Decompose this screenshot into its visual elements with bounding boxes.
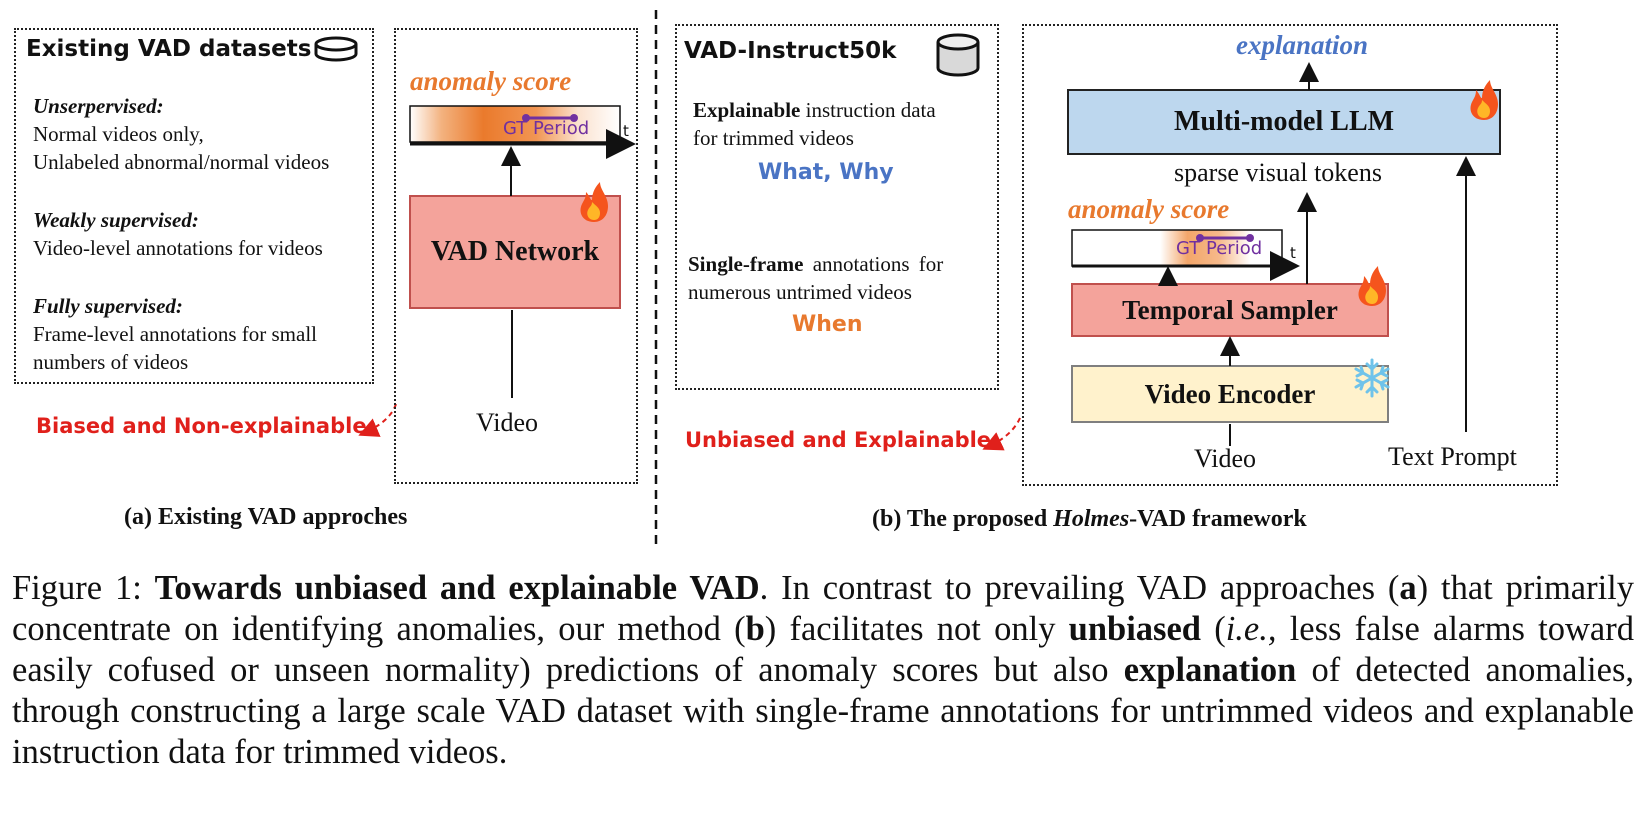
group-line: Frame-level annotations for small bbox=[33, 322, 318, 346]
caption-a: (a) Existing VAD approches bbox=[124, 504, 408, 530]
single-line2: numerous untrimed videos bbox=[688, 280, 912, 304]
input-text-prompt: Text Prompt bbox=[1388, 442, 1517, 471]
input-video-a: Video bbox=[476, 408, 538, 437]
video-encoder-box bbox=[1071, 365, 1389, 423]
group-weakly: Weakly supervised: Video-level annotatio… bbox=[33, 206, 323, 262]
vad-instruct-box bbox=[675, 24, 999, 390]
sparse-tokens-label: sparse visual tokens bbox=[1174, 158, 1382, 187]
database-icon-b bbox=[936, 33, 980, 77]
what-why-label: What, Why bbox=[758, 160, 894, 185]
group-fully: Fully supervised: Frame-level annotation… bbox=[33, 292, 317, 376]
gt-period-label-b: GT Period bbox=[1176, 238, 1263, 259]
verdict-a: Biased and Non-explainable bbox=[36, 414, 367, 438]
holmes-framework-box bbox=[1022, 24, 1558, 486]
explainable-bold: Explainable bbox=[693, 98, 801, 122]
caption-title: Towards unbiased and explainable VAD bbox=[154, 569, 760, 607]
gt-period-label-a: GT Period bbox=[503, 118, 590, 139]
database-icon-a bbox=[314, 36, 358, 62]
snowflake-icon bbox=[1354, 358, 1390, 398]
when-label: When bbox=[792, 312, 863, 337]
group-heading: Weakly supervised: bbox=[33, 208, 199, 232]
single-rest: annotations for bbox=[803, 252, 944, 276]
figure-caption: Figure 1: Towards unbiased and explainab… bbox=[12, 568, 1634, 773]
caption-explanation: explanation bbox=[1123, 651, 1297, 689]
caption-text: . In contrast to prevailing VAD approach… bbox=[759, 569, 1400, 607]
explanation-label: explanation bbox=[1236, 30, 1369, 60]
caption-text: ( bbox=[1200, 610, 1226, 648]
llm-label: Multi-model LLM bbox=[1173, 106, 1395, 137]
group-line: numbers of videos bbox=[33, 350, 189, 374]
existing-datasets-title: Existing VAD datasets bbox=[26, 36, 312, 62]
fire-icon-llm bbox=[1470, 80, 1498, 120]
llm-box bbox=[1067, 89, 1501, 155]
group-heading: Fully supervised: bbox=[33, 294, 183, 318]
explainable-line2: for trimmed videos bbox=[693, 126, 854, 150]
vad-network-label: VAD Network bbox=[430, 236, 600, 267]
group-line: Normal videos only, bbox=[33, 122, 204, 146]
curved-arrow-b bbox=[982, 417, 1021, 451]
existing-datasets-box bbox=[14, 28, 374, 384]
group-line: Unlabeled abnormal/normal videos bbox=[33, 150, 330, 174]
caption-label: Figure 1: bbox=[12, 569, 155, 607]
group-unsupervised: Unserpervised: Normal videos only, Unlab… bbox=[33, 92, 329, 176]
vad-instruct-title: VAD-Instruct50k bbox=[684, 38, 897, 64]
t-label-b: t bbox=[1290, 244, 1296, 262]
caption-text: less false alarms toward easily cofused … bbox=[12, 610, 1634, 689]
group-heading: Unserpervised: bbox=[33, 94, 164, 118]
explainable-desc: Explainable instruction data for trimmed… bbox=[693, 96, 936, 152]
caption-ref-a: a bbox=[1399, 569, 1417, 607]
anomaly-score-label-a: anomaly score bbox=[410, 66, 572, 96]
temporal-sampler-label: Temporal Sampler bbox=[1122, 294, 1338, 325]
score-bar-a bbox=[409, 105, 621, 143]
curved-arrow-a bbox=[358, 403, 397, 437]
caption-text: ) facilitates not only bbox=[764, 610, 1069, 648]
caption-text: of detected anomalies, through construct… bbox=[12, 651, 1635, 771]
anomaly-score-label-b: anomaly score bbox=[1068, 194, 1230, 224]
caption-b-pre: (b) The proposed bbox=[872, 506, 1054, 532]
caption-b: (b) The proposed Holmes-VAD framework bbox=[872, 506, 1307, 533]
existing-approach-box bbox=[394, 28, 638, 484]
caption-ref-b: b bbox=[745, 610, 765, 648]
fire-icon-a bbox=[580, 182, 608, 222]
caption-unbiased: unbiased bbox=[1068, 610, 1201, 648]
video-encoder-label: Video Encoder bbox=[1144, 378, 1316, 409]
caption-text: ) that primarily concentrate on identify… bbox=[12, 569, 1635, 648]
group-line: Video-level annotations for videos bbox=[33, 236, 323, 260]
caption-ie: i.e., bbox=[1225, 610, 1277, 648]
verdict-b: Unbiased and Explainable bbox=[685, 428, 992, 452]
explainable-rest: instruction data bbox=[800, 98, 936, 122]
fire-icon-sampler bbox=[1358, 266, 1386, 306]
caption-b-ital: Holmes bbox=[1053, 506, 1130, 532]
single-bold: Single-frame bbox=[688, 252, 804, 276]
t-label-a: t bbox=[623, 122, 629, 140]
input-video-b: Video bbox=[1194, 444, 1256, 473]
caption-b-post: -VAD framework bbox=[1129, 506, 1307, 532]
single-frame-desc: Single-frame annotations for numerous un… bbox=[688, 250, 943, 306]
